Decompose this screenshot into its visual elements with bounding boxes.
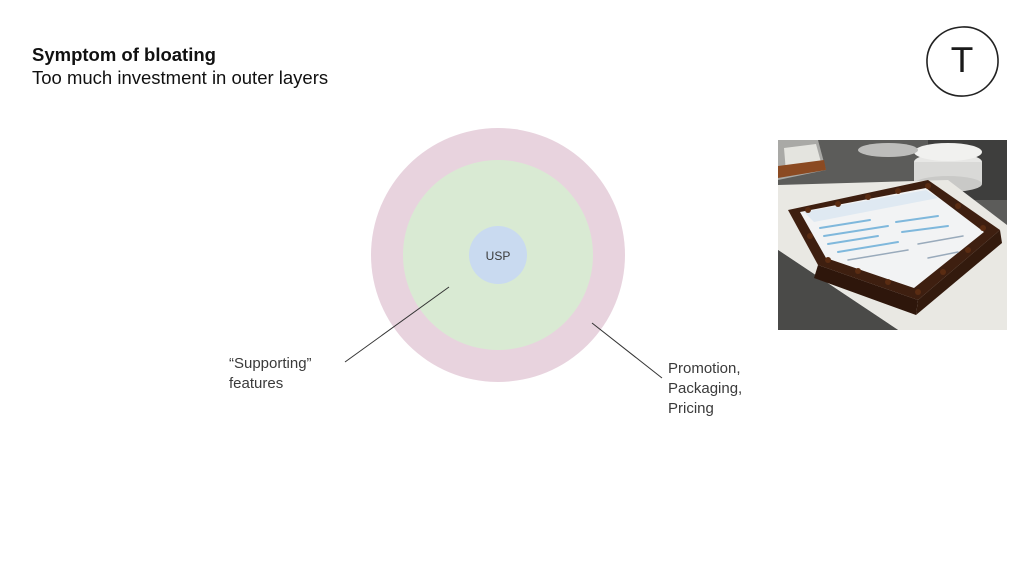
logo-circle-icon bbox=[926, 26, 999, 97]
supporting-callout-line bbox=[344, 286, 450, 363]
supporting-label-line1: “Supporting” bbox=[229, 355, 312, 372]
outer-label-line3: Pricing bbox=[668, 400, 714, 417]
logo-letter: T bbox=[951, 41, 973, 81]
core-circle bbox=[469, 226, 527, 284]
cake-photo bbox=[778, 140, 1007, 330]
core-label: USP bbox=[486, 249, 511, 263]
slide-title: Symptom of bloating bbox=[32, 44, 216, 65]
supporting-label-line2: features bbox=[229, 375, 283, 392]
outer-callout-line bbox=[591, 322, 663, 379]
slide-subtitle: Too much investment in outer layers bbox=[32, 67, 329, 88]
slide-heading: Symptom of bloating Too much investment … bbox=[32, 43, 328, 89]
outer-label-line1: Promotion, bbox=[668, 360, 741, 377]
outer-label-line2: Packaging, bbox=[668, 380, 742, 397]
brand-logo: T bbox=[924, 24, 1000, 98]
cake-photo-icon bbox=[778, 140, 1007, 330]
